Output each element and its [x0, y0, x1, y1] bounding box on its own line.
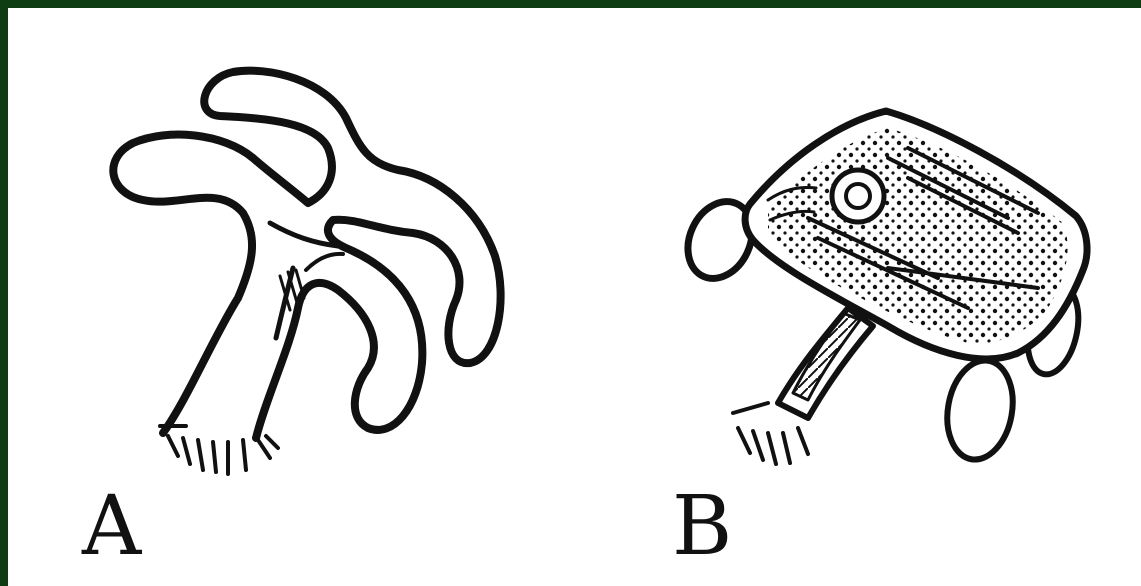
illustrations: [8, 8, 1141, 586]
figure-a-illustration: [113, 71, 500, 474]
figure-label-a: A: [82, 486, 141, 568]
figure-label-b: B: [672, 486, 732, 568]
figure-canvas: A B: [8, 8, 1141, 586]
figure-b-illustration: [676, 111, 1087, 465]
